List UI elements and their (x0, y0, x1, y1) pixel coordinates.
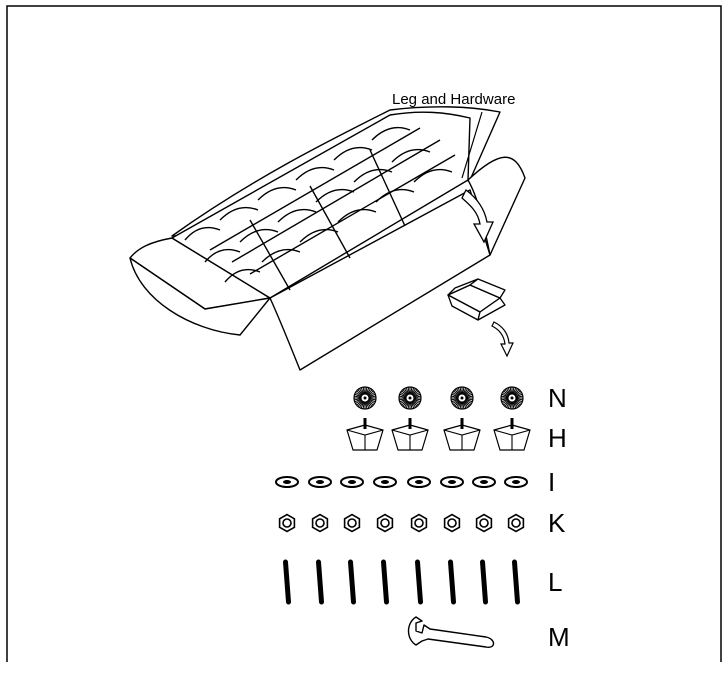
washer-icon (275, 476, 299, 488)
hex-nut-icon (278, 513, 296, 533)
bracket-cup-icon (443, 418, 481, 451)
hardware-box-illustration (447, 278, 506, 321)
bolt-icon (512, 559, 520, 605)
washer-icon (504, 476, 528, 488)
bolt-icon (415, 559, 423, 605)
callout-leader (461, 111, 483, 179)
part-letter-m: M (548, 622, 570, 652)
washer-icon (373, 476, 397, 488)
part-row-n: N (353, 383, 567, 413)
bolt-icon (480, 559, 488, 605)
hex-nut-icon (410, 513, 428, 533)
washer-icon (472, 476, 496, 488)
disc-icon (353, 386, 377, 410)
part-row-i: I (275, 467, 555, 497)
part-row-l: L (283, 559, 562, 605)
bolt-icon (283, 559, 291, 605)
bolt-icon (381, 559, 389, 605)
hex-nut-icon (507, 513, 525, 533)
disc-icon (500, 386, 524, 410)
curved-arrow-icon (461, 189, 495, 244)
callout-label: Leg and Hardware (392, 91, 515, 108)
disc-icon (450, 386, 474, 410)
part-row-m: M (407, 616, 570, 652)
box-front-left-wall (129, 257, 271, 336)
part-row-k: K (278, 508, 566, 538)
bracket-cup-icon (391, 418, 429, 451)
part-letter-h: H (548, 423, 567, 453)
bolt-icon (316, 559, 324, 605)
box-front-wall (269, 189, 491, 371)
hex-nut-icon (311, 513, 329, 533)
box-right-flap (467, 156, 526, 256)
open-box-illustration (129, 106, 526, 371)
part-letter-n: N (548, 383, 567, 413)
wrench-icon (407, 616, 495, 648)
washer-icon (340, 476, 364, 488)
part-letter-l: L (548, 567, 562, 597)
hex-nut-icon (376, 513, 394, 533)
part-row-h: H (346, 418, 567, 453)
page-frame (6, 5, 722, 662)
washer-icon (440, 476, 464, 488)
washer-icon (407, 476, 431, 488)
bracket-cup-icon (346, 418, 384, 451)
hex-nut-icon (343, 513, 361, 533)
washer-icon (308, 476, 332, 488)
bracket-cup-icon (493, 418, 531, 451)
bolt-icon (448, 559, 456, 605)
bolt-icon (348, 559, 356, 605)
hex-nut-icon (443, 513, 461, 533)
part-letter-k: K (548, 508, 566, 538)
part-letter-i: I (548, 467, 555, 497)
disc-icon (398, 386, 422, 410)
hex-nut-icon (475, 513, 493, 533)
small-arrow-icon (491, 321, 514, 358)
